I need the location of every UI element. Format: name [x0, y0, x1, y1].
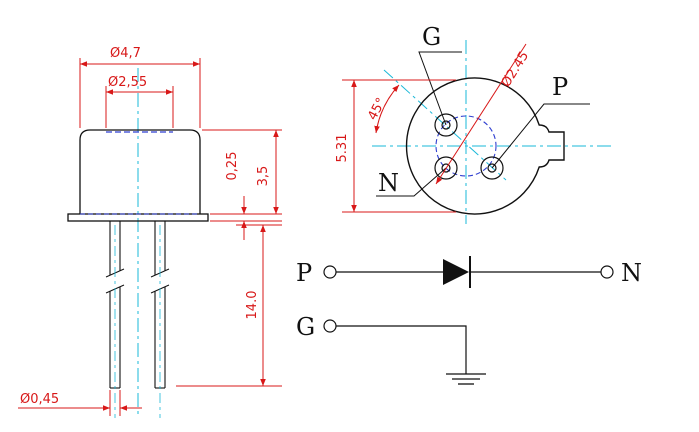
terminal-p: [323, 265, 337, 279]
schem-label-g: G: [296, 313, 315, 341]
dim-pin-circle: [435, 43, 527, 185]
terminal-g: [323, 319, 337, 333]
pin-g: [434, 113, 458, 137]
package-outline: [405, 77, 565, 215]
top-centerline-diag: [383, 69, 507, 181]
leader-g: [418, 51, 462, 126]
side-view: Ø4,7 Ø2,55 3,5 0,25 14.0: [18, 46, 282, 418]
pin-n: [434, 156, 458, 180]
leader-p: [491, 103, 590, 169]
top-view: G P N Ø2.45 45° 5.31: [335, 23, 612, 224]
pin-circle-hidden: [435, 115, 497, 177]
diode-triangle: [443, 259, 469, 285]
dim-window-diameter-label: Ø2,55: [108, 75, 147, 90]
top-label-g: G: [422, 23, 441, 51]
lead-right: [150, 221, 170, 389]
ground-icon: [446, 373, 486, 385]
dim-height-label: 5.31: [335, 134, 350, 163]
dim-height: [342, 79, 456, 213]
dim-can-height-label: 3,5: [256, 166, 271, 187]
leader-n: [376, 167, 447, 197]
wire-g: [336, 325, 467, 374]
can-body: [79, 129, 201, 214]
dim-pin-circle-label: Ø2.45: [499, 49, 532, 90]
dim-can-diameter: [79, 58, 201, 128]
schematic: P N G: [296, 256, 642, 385]
dim-can-height: [202, 129, 282, 240]
dim-window-diameter: [105, 86, 174, 128]
dim-angle-arc: [374, 84, 400, 134]
dim-flange-label: 0,25: [225, 152, 240, 181]
pin-p: [480, 156, 504, 180]
top-label-n: N: [378, 169, 399, 197]
dim-lead-length-label: 14.0: [245, 291, 260, 320]
terminal-n: [600, 265, 614, 279]
dim-lead-length: [176, 224, 282, 387]
dim-can-diameter-label: Ø4,7: [110, 46, 141, 61]
dim-lead-diameter: [18, 390, 142, 416]
top-label-p: P: [552, 73, 568, 101]
dim-lead-diameter-label: Ø0,45: [20, 392, 59, 407]
schem-label-p: P: [296, 259, 312, 287]
schem-label-n: N: [621, 259, 642, 287]
dim-angle-label: 45°: [365, 95, 389, 122]
